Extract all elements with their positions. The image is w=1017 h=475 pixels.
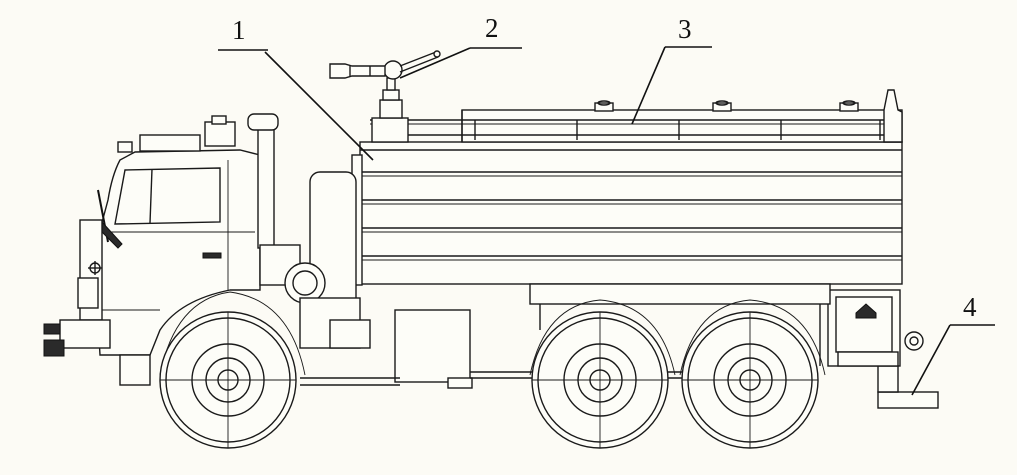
- water-tank: [351, 141, 903, 286]
- front-wheel: [159, 291, 306, 449]
- leader-1-pointer: [264, 51, 374, 161]
- middle-rear-wheel: [529, 299, 676, 449]
- truck-cab: [43, 113, 279, 386]
- leader-lines: [218, 46, 995, 396]
- leader-4-pointer: [911, 324, 951, 396]
- pump-compartment: [259, 171, 473, 389]
- callout-3: 3: [678, 14, 692, 44]
- callout-4: 4: [963, 292, 977, 322]
- last-rear-wheel: [679, 299, 826, 449]
- leader-2-pointer: [399, 47, 471, 79]
- callout-1: 1: [232, 15, 246, 45]
- water-cannon: [329, 50, 441, 143]
- callout-2: 2: [485, 13, 499, 43]
- leader-3-pointer: [631, 46, 666, 125]
- roof-railing: [370, 89, 903, 143]
